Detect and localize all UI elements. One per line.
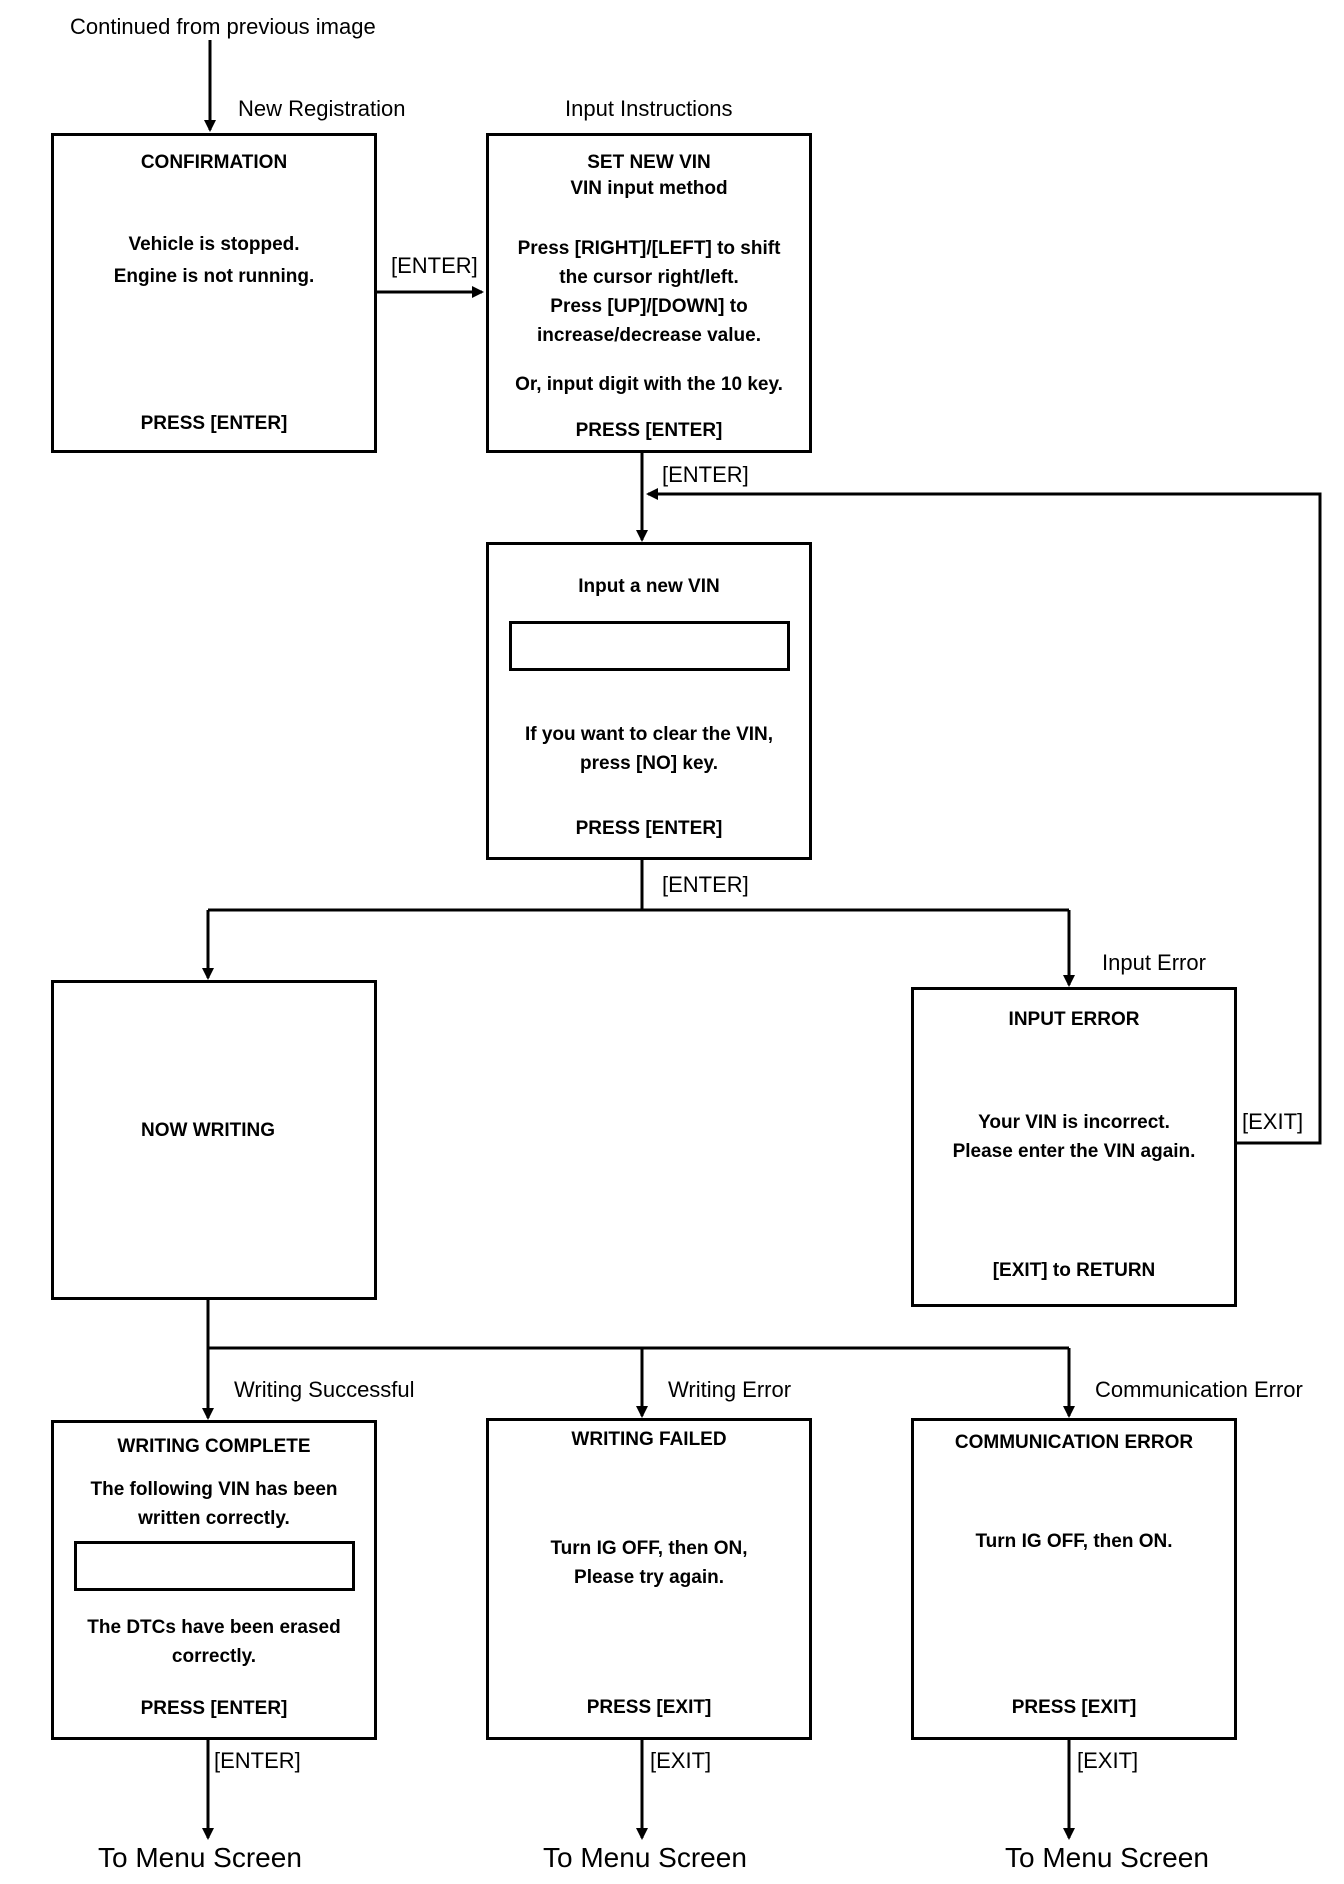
menu-screen-destination-1: To Menu Screen: [98, 1842, 302, 1873]
writing-failed-action: PRESS [EXIT]: [586, 1697, 712, 1718]
confirmation-action: PRESS [ENTER]: [140, 413, 288, 434]
input-vin-line1: If you want to clear the VIN,: [524, 724, 774, 745]
set-new-vin-line2: the cursor right/left.: [559, 267, 739, 288]
label-communication-error: Communication Error: [1095, 1377, 1303, 1402]
input-vin-action: PRESS [ENTER]: [575, 818, 723, 839]
label-writing-successful: Writing Successful: [234, 1377, 415, 1402]
writing-failed-box: WRITING FAILED Turn IG OFF, then ON, Ple…: [486, 1418, 812, 1740]
writing-complete-line3: The DTCs have been erased: [87, 1617, 341, 1638]
input-vin-line2: press [NO] key.: [580, 753, 718, 774]
label-input-error: Input Error: [1102, 950, 1206, 975]
communication-error-box: COMMUNICATION ERROR Turn IG OFF, then ON…: [911, 1418, 1237, 1740]
now-writing-title: NOW WRITING: [140, 1120, 276, 1141]
set-new-vin-box: SET NEW VIN VIN input method Press [RIGH…: [486, 133, 812, 453]
set-new-vin-line4: increase/decrease value.: [537, 325, 761, 346]
input-error-box: INPUT ERROR Your VIN is incorrect. Pleas…: [911, 987, 1237, 1307]
communication-error-line1: Turn IG OFF, then ON.: [975, 1531, 1173, 1552]
set-new-vin-title: SET NEW VIN: [587, 152, 711, 173]
input-error-action: [EXIT] to RETURN: [992, 1260, 1156, 1281]
writing-failed-line2: Please try again.: [574, 1567, 724, 1588]
set-new-vin-action: PRESS [ENTER]: [575, 420, 723, 441]
confirmation-line2: Engine is not running.: [113, 266, 315, 287]
label-exit-loop: [EXIT]: [1242, 1109, 1304, 1134]
communication-error-title: COMMUNICATION ERROR: [954, 1432, 1194, 1453]
label-input-instructions: Input Instructions: [565, 96, 733, 121]
writing-complete-line1: The following VIN has been: [90, 1479, 338, 1500]
writing-complete-line2: written correctly.: [138, 1508, 290, 1529]
label-enter-2: [ENTER]: [662, 462, 749, 487]
input-error-title: INPUT ERROR: [1008, 1009, 1140, 1030]
label-exit-2: [EXIT]: [650, 1748, 712, 1773]
writing-complete-box: WRITING COMPLETE The following VIN has b…: [51, 1420, 377, 1740]
input-error-line1: Your VIN is incorrect.: [978, 1112, 1170, 1133]
set-new-vin-line5: Or, input digit with the 10 key.: [515, 374, 783, 395]
writing-complete-title: WRITING COMPLETE: [117, 1436, 311, 1457]
input-vin-title: Input a new VIN: [578, 576, 720, 597]
label-enter-3: [ENTER]: [662, 872, 749, 897]
input-vin-box: Input a new VIN If you want to clear the…: [486, 542, 812, 860]
label-enter-4: [ENTER]: [214, 1748, 301, 1773]
label-exit-3: [EXIT]: [1077, 1748, 1139, 1773]
vin-input-field[interactable]: [509, 621, 790, 671]
label-new-registration: New Registration: [238, 96, 406, 121]
label-writing-error: Writing Error: [668, 1377, 792, 1402]
set-new-vin-line3: Press [UP]/[DOWN] to: [550, 296, 748, 317]
written-vin-display: [74, 1541, 355, 1591]
menu-screen-destination-2: To Menu Screen: [543, 1842, 747, 1873]
confirmation-box: CONFIRMATION Vehicle is stopped. Engine …: [51, 133, 377, 453]
writing-complete-line4: correctly.: [171, 1646, 257, 1667]
writing-failed-line1: Turn IG OFF, then ON,: [550, 1538, 748, 1559]
confirmation-line1: Vehicle is stopped.: [128, 234, 300, 255]
now-writing-box: NOW WRITING: [51, 980, 377, 1300]
writing-complete-action: PRESS [ENTER]: [140, 1698, 288, 1719]
set-new-vin-line1: Press [RIGHT]/[LEFT] to shift: [517, 238, 781, 259]
menu-screen-destination-3: To Menu Screen: [1005, 1842, 1209, 1873]
label-enter-1: [ENTER]: [391, 253, 478, 278]
top-note: Continued from previous image: [70, 14, 376, 39]
writing-failed-title: WRITING FAILED: [571, 1429, 727, 1450]
input-error-line2: Please enter the VIN again.: [952, 1141, 1196, 1162]
confirmation-title: CONFIRMATION: [140, 152, 288, 173]
communication-error-action: PRESS [EXIT]: [1011, 1697, 1137, 1718]
set-new-vin-subtitle: VIN input method: [570, 178, 728, 199]
arrow-exit-loop: [646, 488, 1322, 1145]
